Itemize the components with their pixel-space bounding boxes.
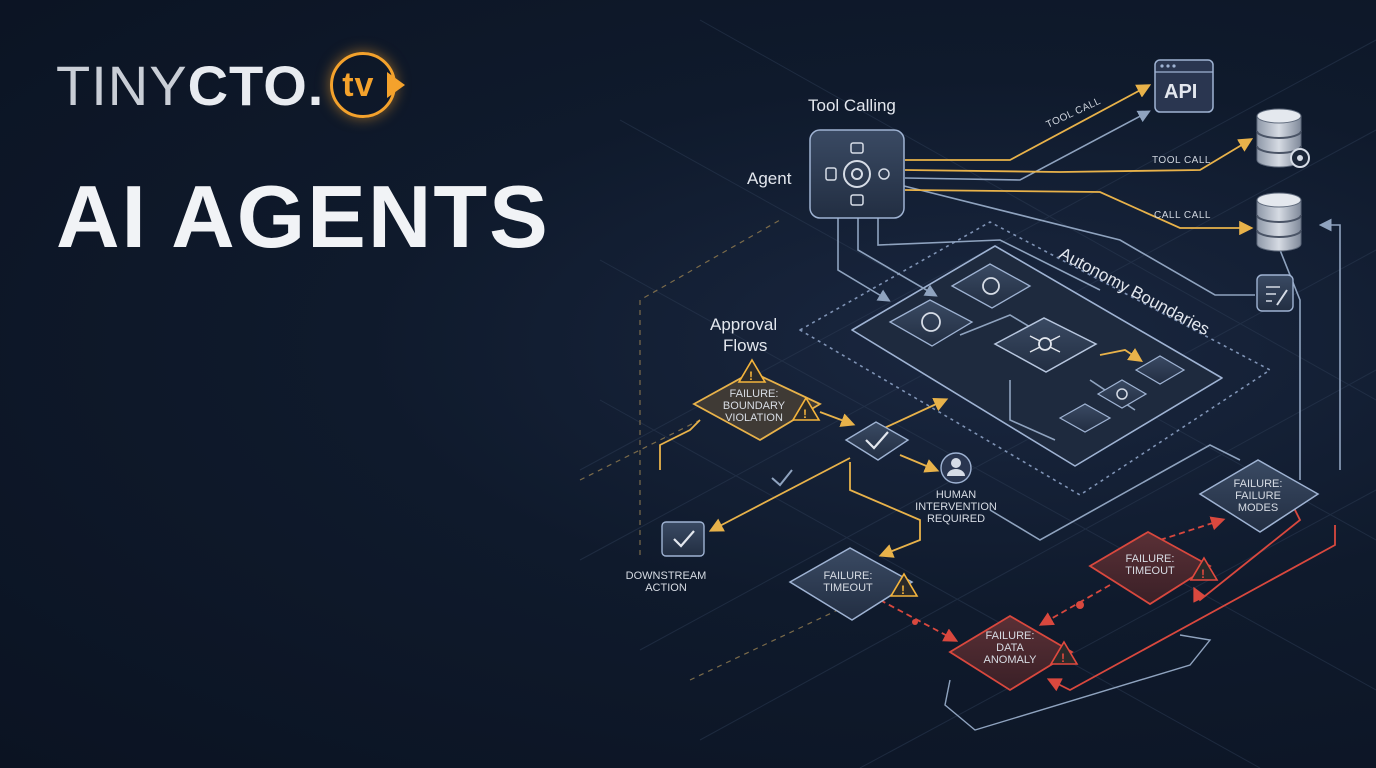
- tool-calling-label: Tool Calling: [808, 96, 896, 115]
- human-intervention-line3: REQUIRED: [927, 513, 985, 525]
- svg-text:!: !: [1061, 651, 1065, 665]
- failure-boundary-line1: FAILURE:: [730, 388, 779, 400]
- human-intervention-line1: HUMAN: [936, 489, 976, 501]
- failure-timeout-left-node[interactable]: FAILURE: TIMEOUT: [788, 547, 914, 621]
- failure-data-anomaly-node[interactable]: FAILURE: DATA ANOMALY: [948, 614, 1074, 692]
- agent-label: Agent: [747, 169, 792, 188]
- failure-modes-node[interactable]: FAILURE: FAILURE MODES: [1198, 459, 1320, 533]
- background-grid: [579, 19, 1376, 768]
- svg-text:!: !: [1201, 567, 1205, 581]
- brand-logo: TINY CTO . tv: [56, 52, 406, 118]
- warning-icon: !: [1189, 556, 1219, 581]
- failure-data-anomaly-line2: DATA: [996, 642, 1024, 654]
- checkmark-icon: [771, 469, 793, 487]
- database-gear-icon[interactable]: [1256, 108, 1310, 168]
- brand-dot: .: [307, 53, 325, 117]
- failure-data-anomaly-line1: FAILURE:: [986, 630, 1035, 642]
- failure-timeout-right-line1: FAILURE:: [1126, 553, 1175, 565]
- checkmark-icon: [865, 431, 889, 450]
- failure-modes-line1: FAILURE:: [1234, 478, 1283, 490]
- person-icon: [951, 458, 961, 468]
- failure-boundary-line2: BOUNDARY: [723, 400, 786, 412]
- failure-boundary-violation-node[interactable]: FAILURE: BOUNDARY VIOLATION: [692, 370, 822, 442]
- red-dots: [912, 572, 1123, 625]
- api-label: API: [1164, 81, 1197, 103]
- approval-flows-label-line2: Flows: [723, 336, 767, 355]
- red-connectors: [879, 499, 1336, 692]
- failure-modes-line2: FAILURE: [1235, 490, 1281, 502]
- gear-icon: [1116, 388, 1128, 400]
- human-intervention-line2: INTERVENTION: [915, 501, 997, 513]
- gear-icon: [982, 277, 1000, 295]
- api-node[interactable]: API: [1154, 59, 1214, 113]
- amber-connectors: [659, 84, 1254, 558]
- failure-timeout-left-line1: FAILURE:: [824, 570, 873, 582]
- svg-text:!: !: [749, 369, 753, 383]
- edge-label-tool-call-2: TOOL CALL: [1152, 155, 1211, 166]
- svg-text:!: !: [901, 583, 905, 597]
- downstream-action-node[interactable]: [661, 521, 705, 557]
- failure-boundary-line3: VIOLATION: [725, 412, 783, 424]
- failure-timeout-right-line2: TIMEOUT: [1125, 565, 1175, 577]
- dashed-guides: [579, 219, 881, 681]
- downstream-action-line1: DOWNSTREAM: [626, 570, 707, 582]
- downstream-action-line2: ACTION: [645, 582, 687, 594]
- database-icon[interactable]: [1256, 192, 1302, 252]
- agent-node[interactable]: [809, 129, 905, 219]
- edge-label-call-call: CALL CALL: [1154, 210, 1211, 221]
- failure-data-anomaly-line3: ANOMALY: [984, 654, 1038, 666]
- inner-node-nodes[interactable]: [888, 299, 974, 347]
- failure-timeout-left-line2: TIMEOUT: [823, 582, 873, 594]
- approval-flows-label-line1: Approval: [710, 315, 777, 334]
- play-ring-icon: tv: [330, 52, 406, 118]
- cycle-icon: [921, 312, 941, 332]
- brand-word-tiny: TINY: [56, 53, 188, 117]
- gear-icon: [843, 160, 871, 188]
- steel-connectors: [837, 110, 1341, 541]
- warning-icon: !: [889, 572, 919, 597]
- warning-icon: !: [791, 396, 821, 421]
- inner-node-robot[interactable]: [1058, 403, 1112, 433]
- failure-modes-line3: MODES: [1238, 502, 1278, 514]
- human-intervention-node[interactable]: [940, 452, 972, 484]
- inner-node-panel[interactable]: [1134, 355, 1186, 385]
- edit-document-icon[interactable]: [1256, 274, 1294, 312]
- headline: AI AGENTS: [56, 167, 550, 266]
- svg-text:!: !: [803, 407, 807, 421]
- warning-icon: !: [1049, 640, 1079, 665]
- approval-check-node[interactable]: [844, 421, 910, 461]
- network-hub-icon: [1038, 337, 1052, 351]
- bottom-loop-connector: [944, 634, 1212, 731]
- failure-timeout-right-node[interactable]: FAILURE: TIMEOUT: [1088, 530, 1212, 606]
- inner-node-gear[interactable]: [950, 263, 1032, 309]
- warning-icon: !: [737, 358, 767, 383]
- checkmark-icon: [673, 530, 695, 548]
- inner-node-hub[interactable]: [993, 317, 1098, 373]
- brand-tv: tv: [342, 65, 375, 104]
- brand-word-cto: CTO: [187, 53, 308, 117]
- play-triangle-icon: [387, 72, 406, 98]
- inner-node-small-gear[interactable]: [1096, 379, 1148, 409]
